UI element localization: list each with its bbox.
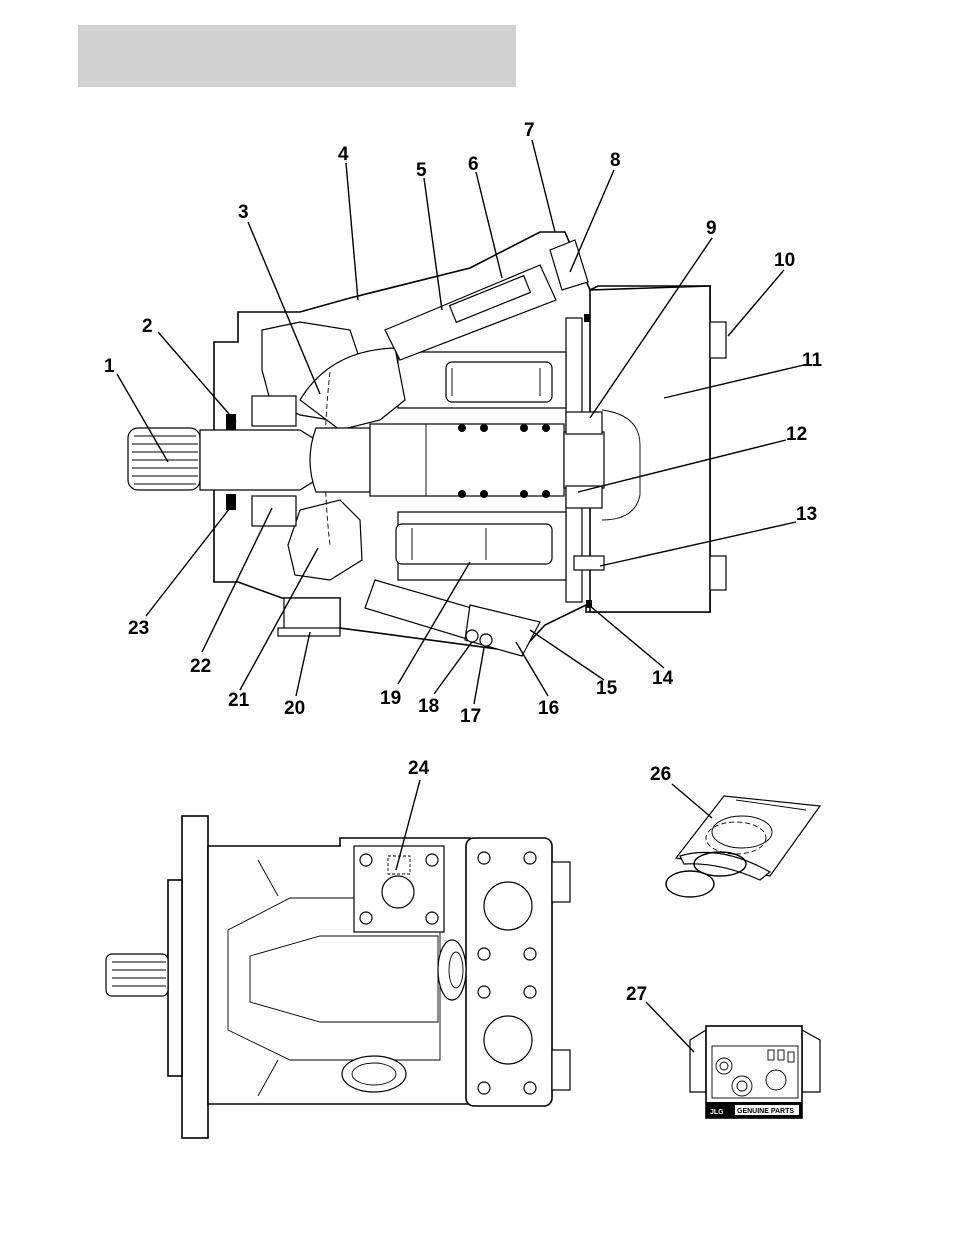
oring-b xyxy=(666,871,714,897)
cross-section-view xyxy=(128,232,726,656)
callout-15: 15 xyxy=(596,678,618,699)
shaft-spline xyxy=(128,428,200,490)
callout-6: 6 xyxy=(468,154,479,175)
bolt-2 xyxy=(426,854,438,866)
leader-26 xyxy=(672,784,712,818)
kit-brand-logo: JLG xyxy=(710,1109,724,1116)
control-port xyxy=(382,876,414,908)
bolt-4 xyxy=(426,912,438,924)
plug-housing xyxy=(284,598,340,632)
callout-26: 26 xyxy=(650,764,671,785)
shaft-end xyxy=(564,432,604,488)
callout-5: 5 xyxy=(416,160,427,181)
callout-3: 3 xyxy=(238,202,249,223)
callout-27: 27 xyxy=(626,984,647,1005)
callout-19: 19 xyxy=(380,688,401,709)
front-bearing-lower xyxy=(252,496,296,526)
callout-18: 18 xyxy=(418,696,439,717)
callout-24: 24 xyxy=(408,758,430,779)
port-boss-lower xyxy=(710,556,726,590)
callout-21: 21 xyxy=(228,690,250,711)
seal-kit-bag xyxy=(666,796,820,897)
exterior-port-plate xyxy=(466,838,552,1106)
callout-11: 11 xyxy=(802,350,823,371)
exterior-shaft xyxy=(106,954,168,996)
shaft-seal-lower xyxy=(226,494,236,510)
callout-10: 10 xyxy=(774,250,795,271)
piston-ring-18 xyxy=(480,634,492,646)
callout-7: 7 xyxy=(524,120,535,141)
callout-20: 20 xyxy=(284,698,305,719)
callout-17: 17 xyxy=(460,706,481,727)
oring-top xyxy=(584,314,590,322)
shaft-front xyxy=(200,430,316,490)
callout-22: 22 xyxy=(190,656,211,677)
callout-2: 2 xyxy=(142,316,153,337)
port-plate xyxy=(590,286,710,612)
exterior-boss-lower xyxy=(552,1050,570,1090)
callout-8: 8 xyxy=(610,150,621,171)
mount-flange xyxy=(182,816,208,1138)
box-flap-right xyxy=(802,1030,820,1092)
callout-14: 14 xyxy=(652,668,674,689)
port-boss-upper xyxy=(710,322,726,358)
flange-pilot xyxy=(168,880,182,1076)
callout-23: 23 xyxy=(128,618,149,639)
pin-13 xyxy=(574,556,604,570)
rear-bearing-upper xyxy=(566,412,602,434)
side-fitting xyxy=(438,940,466,1000)
piston-lower xyxy=(396,524,552,564)
shaft-mid xyxy=(310,428,370,492)
shaft-main xyxy=(370,424,564,496)
callout-13: 13 xyxy=(796,504,817,525)
callout-1: 1 xyxy=(104,356,115,377)
callout-16: 16 xyxy=(538,698,559,719)
port-b xyxy=(484,1016,532,1064)
box-flap-left xyxy=(690,1030,706,1092)
parts-kit-box: JLG GENUINE PARTS xyxy=(690,1026,820,1118)
piston-ring-17 xyxy=(466,630,478,642)
front-bearing-upper xyxy=(252,396,296,426)
callout-4: 4 xyxy=(338,144,349,165)
rear-bearing-lower xyxy=(566,486,602,508)
bolt-1 xyxy=(360,854,372,866)
piston-upper xyxy=(446,362,552,402)
exterior-view xyxy=(106,816,570,1138)
bolt-3 xyxy=(360,912,372,924)
kit-badge: GENUINE PARTS xyxy=(737,1108,794,1115)
exterior-boss-upper xyxy=(552,862,570,902)
callout-9: 9 xyxy=(706,218,717,239)
port-a xyxy=(484,882,532,930)
callout-12: 12 xyxy=(786,424,807,445)
leader-27 xyxy=(646,1002,694,1052)
